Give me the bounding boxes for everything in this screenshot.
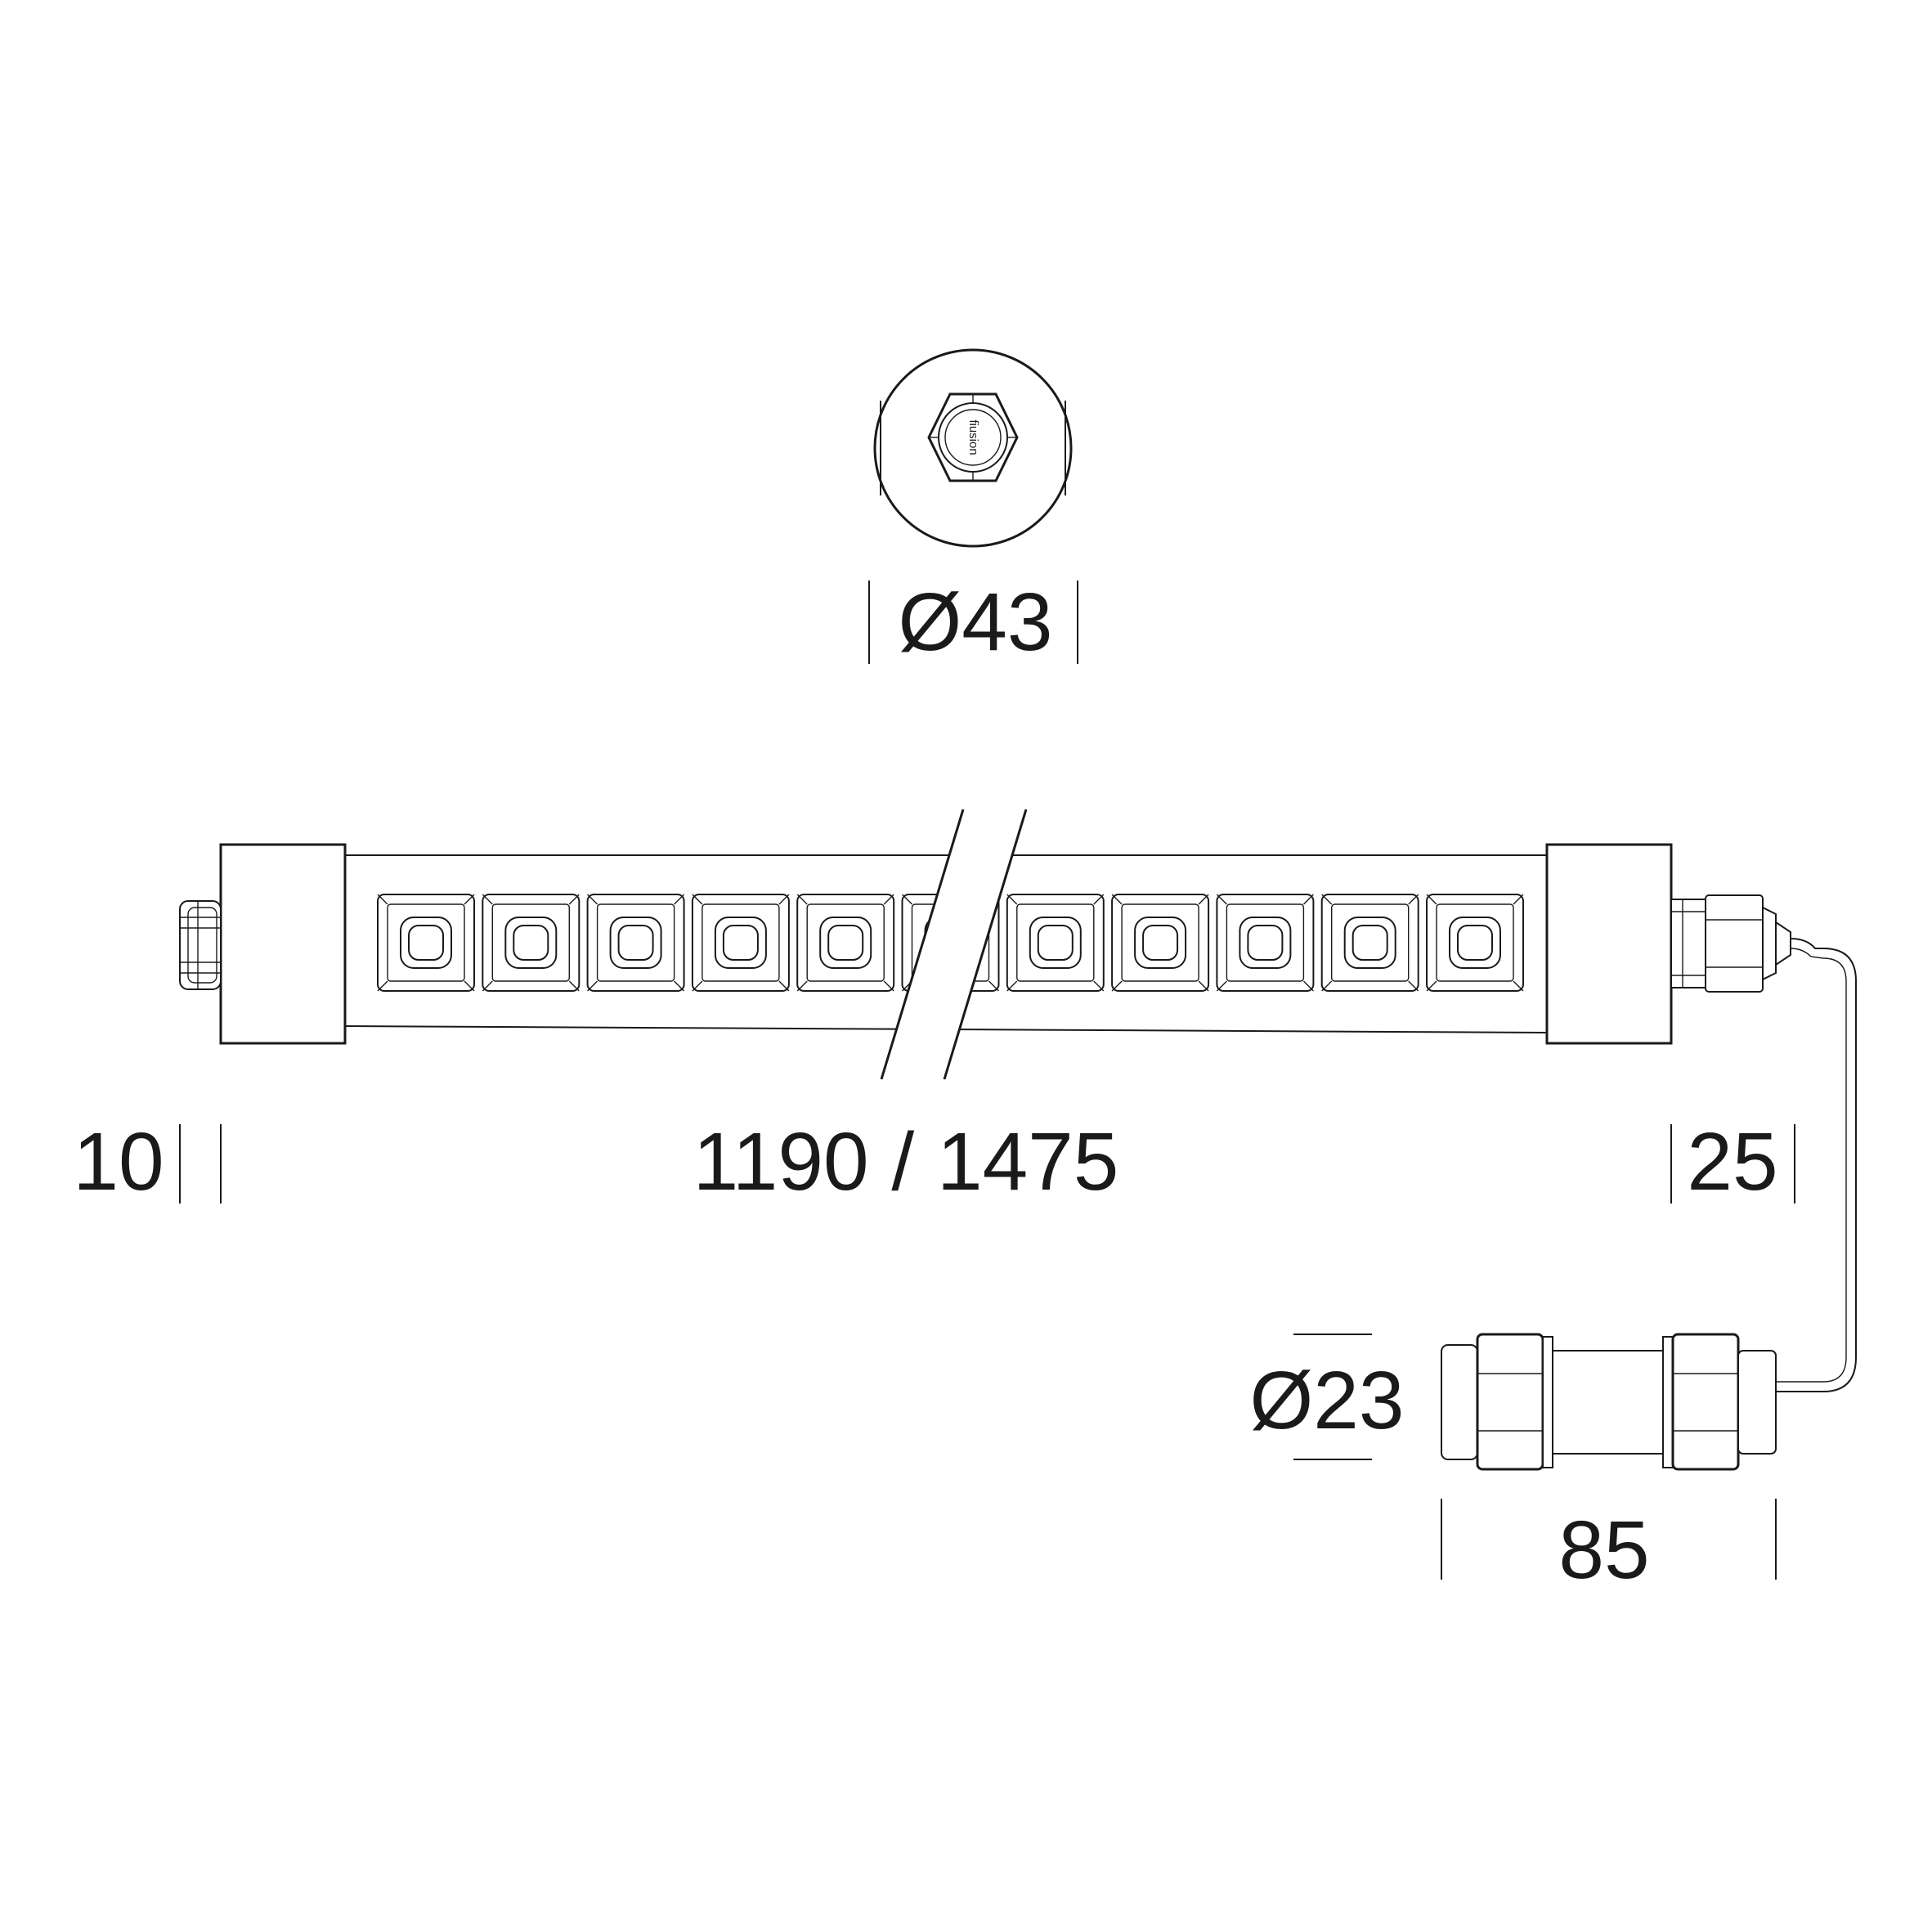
dimension-diameter-43: Ø43 — [868, 576, 1078, 668]
left-plug-icon — [179, 900, 222, 990]
cable-inner — [1776, 948, 1847, 1383]
break-line-left — [880, 809, 965, 1080]
cable-gland-icon — [1670, 894, 1791, 993]
dimension-connector-diameter: Ø23 — [1249, 1334, 1405, 1460]
led-module — [1426, 894, 1524, 992]
led-module — [482, 894, 580, 992]
left-cap-label: 10 — [73, 1116, 164, 1208]
right-end-cap — [1545, 843, 1673, 1045]
end-view-circle — [873, 348, 1073, 548]
break-marks — [880, 809, 1028, 1080]
led-module — [1006, 894, 1105, 992]
led-module — [796, 894, 895, 992]
end-view: fiusion — [873, 348, 1073, 548]
gland-nut-icon: fiusion — [927, 392, 1019, 482]
dimension-gland: 25 — [1670, 1116, 1795, 1208]
dimension-left-cap: 10 — [73, 1116, 222, 1208]
connector — [1441, 1333, 1777, 1471]
dimension-connector-length: 85 — [1441, 1499, 1777, 1596]
connector-diameter-label: Ø23 — [1249, 1355, 1404, 1446]
led-module — [1320, 894, 1419, 992]
dimension-length: 1190 / 1475 — [693, 1116, 1119, 1208]
left-end-cap — [219, 843, 347, 1045]
tube-side-view — [179, 809, 1857, 1392]
end-cap-text: fiusion — [966, 419, 980, 455]
cable — [1776, 938, 1857, 1392]
led-module — [691, 894, 790, 992]
connector-length-label: 85 — [1558, 1504, 1649, 1596]
led-module — [377, 894, 475, 992]
diameter-top-label: Ø43 — [898, 576, 1052, 668]
led-module — [586, 894, 685, 992]
break-line-right — [943, 809, 1028, 1080]
led-module — [1111, 894, 1210, 992]
led-module — [1216, 894, 1315, 992]
right-gland-label: 25 — [1687, 1116, 1777, 1208]
length-label: 1190 / 1475 — [693, 1116, 1119, 1208]
